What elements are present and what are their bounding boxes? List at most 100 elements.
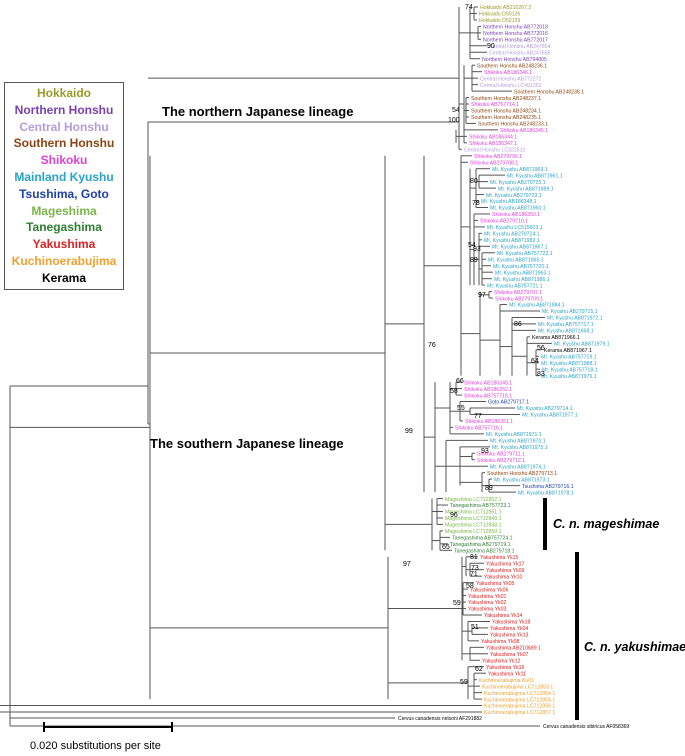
taxon-label: Shikoku AB279711.1 (477, 451, 525, 457)
taxon-label: Yakushima Yk17 (486, 561, 525, 567)
taxon-label: Mt. Kyushu AB871975.1 (492, 445, 548, 451)
taxon-label: Mt. Kyushu AB871961.1 (507, 173, 563, 179)
yakushimae-clade-label: C. n. yakushimae (584, 640, 685, 654)
taxon-label: Yakushima Yk13 (490, 633, 529, 639)
taxon-label: Shikoku AB279708.1 (470, 160, 518, 166)
taxon-label: Mt. Kyushu AB871976.1 (541, 374, 597, 380)
taxon-label: Yakushima Yk12 (482, 658, 521, 664)
bootstrap-value: 80 (470, 178, 478, 185)
taxon-label: Yakushima Yk10 (484, 574, 523, 580)
legend-item: Mageshima (31, 203, 97, 218)
taxon-label: Hokkaido D50129 (479, 18, 520, 24)
bootstrap-value: 96 (450, 512, 458, 519)
taxon-label: Kuchinoerabujima LC712855.1 (484, 697, 555, 703)
legend-item: Tanegashima (26, 220, 102, 235)
bootstrap-value: 58 (466, 583, 474, 590)
taxon-label: Mt. Kyushu AB757718.1 (542, 367, 598, 373)
taxon-label: Shikoku AB757715.1 (464, 393, 512, 399)
taxon-label: Mt. Kyushu AB757720.1 (493, 264, 549, 270)
taxon-label: Tsushima AB279716.1 (522, 484, 574, 490)
taxon-label: Mageshima LC712850.1 (445, 529, 502, 535)
taxon-label: Shikoku AB279710.1 (480, 219, 528, 225)
taxon-label: Yakushima Yk11 (488, 671, 526, 677)
bootstrap-value: 83 (537, 371, 545, 378)
taxon-label: Yakushima Yk18 (492, 620, 531, 626)
taxon-label: Mt. Kyushu AB871978.1 (518, 490, 574, 496)
taxon-label: Northern Honshu AB772018 (483, 25, 548, 31)
taxon-label: Mt. Kyushu AB871986.1 (494, 277, 550, 283)
taxon-label: Mt. Kyushu AB871982.1 (484, 238, 540, 244)
bootstrap-value: 97 (403, 561, 411, 568)
bootstrap-value: 66 (456, 378, 464, 385)
taxon-label: Shikoku AB279707.1 (494, 290, 542, 296)
taxon-label: Mageshima LC712848.1 (445, 523, 502, 529)
taxon-label: Yakushima Yk01 (468, 594, 507, 600)
taxon-label: Mt. Kyushu AB757722.1 (497, 251, 553, 257)
taxon-label: Mt. Kyushu AB757717.1 (538, 322, 594, 328)
taxon-label: Tanegashima AB279718.1 (454, 549, 515, 555)
bootstrap-value: 97 (478, 292, 486, 299)
bootstrap-value: 56 (537, 345, 545, 352)
taxon-label: Mt. Kyushu LC515603.1 (487, 225, 543, 231)
bootstrap-value: 51 (471, 624, 479, 631)
taxon-label: Mt. Kyushu AB871970.1 (490, 439, 546, 445)
taxon-label: Hokkaido AB210267.2 (480, 5, 531, 11)
taxon-label: Mt. Kyushu AB871967.1 (492, 245, 548, 251)
taxon-label: Northern Honshu AB794805 (482, 57, 547, 63)
taxon-label: Shikoku AB757714.1 (471, 102, 519, 108)
bootstrap-value: 99 (405, 428, 413, 435)
taxon-label: Shikoku AB279709.1 (495, 296, 543, 302)
taxon-label: Kuchinoerabujima LC712856.1 (484, 704, 555, 710)
bootstrap-value: 76 (428, 342, 436, 349)
taxon-label: Shikoku AB186345.1 (500, 128, 548, 134)
taxon-label: Mt. Kyushu AB871963.1 (495, 270, 551, 276)
bootstrap-value: 81 (470, 554, 478, 561)
taxon-label: Kerama AB871966.1 (532, 335, 580, 341)
legend-item: Central Honshu (19, 119, 109, 134)
taxon-label: Southern Honshu AB248234.1 (471, 109, 541, 115)
taxon-label: Tanegashima AB757723.1 (450, 503, 511, 509)
bootstrap-value: 54 (452, 107, 460, 114)
mageshimae-clade-bar (543, 498, 547, 550)
taxon-label: Shikoku AB186352.1 (464, 387, 512, 393)
legend-item: Hokkaido (36, 86, 91, 100)
taxon-label: Southern Honshu AB248237.1 (471, 96, 541, 102)
taxon-label: Mt. Kyushu AB279714.1 (517, 406, 573, 412)
taxon-label: Shikoku AB279712.1 (477, 458, 525, 464)
taxon-label: Northern Honshu AB772017 (483, 38, 548, 44)
taxon-label: Mt. Kyushu AB871977.1 (522, 413, 578, 419)
taxon-label: Mt. Kyushu AB871984.1 (509, 303, 565, 309)
taxon-label: Yakushima Yk14 (484, 613, 523, 619)
taxon-label: Mt. Kyushu AB871989.1 (498, 186, 554, 192)
mageshimae-clade-label: C. n. mageshimae (553, 517, 660, 531)
taxon-label: Shikoku AB186344.1 (469, 135, 517, 141)
taxon-label: Mageshima LC712852.1 (445, 497, 502, 503)
outgroup-label: Cervus canadensis sibiricus AF058369 (543, 724, 629, 730)
taxon-label: Shikoku AB186351.1 (465, 419, 513, 425)
taxon-label: Yakushima Yk15 (480, 555, 519, 561)
taxon-label: Shikoku AB186347.1 (469, 141, 517, 147)
bootstrap-value: 90 (487, 43, 495, 50)
bootstrap-value: 54 (468, 242, 476, 249)
legend-item: Shikoku (40, 153, 88, 168)
bootstrap-value: 89 (485, 485, 493, 492)
taxon-label: Kuchinoerabujima LC712857.1 (484, 710, 555, 716)
taxon-label: Mt. Kyushu AB871965.1 (488, 257, 544, 263)
taxon-label: Yakushima Yk04 (490, 626, 529, 632)
taxon-label: Central Honshu LC491352 (480, 83, 542, 89)
taxon-label: Mt. Kyushu AB279725.1 (490, 180, 546, 186)
taxon-label: Shikoku AB186350.1 (492, 212, 540, 218)
taxon-label: Mt. Kyushu AB871973.1 (494, 477, 550, 483)
bootstrap-value: 73 (471, 565, 479, 572)
taxon-label: Kuchinoerabujima LC712854.1 (484, 691, 555, 697)
legend-item: Yakushima (32, 237, 96, 252)
legend-item: Mainland Kyushu (14, 170, 114, 184)
bootstrap-value: 62 (475, 666, 483, 673)
taxon-label: Southern Honshu AB248236.1 (477, 63, 547, 69)
taxon-label: Central Honshu AB247658 (489, 50, 551, 56)
bootstrap-value: 55 (457, 405, 465, 412)
taxon-label: Mt. Kyushu AB757719.1 (541, 354, 597, 360)
bootstrap-value: 59 (460, 679, 468, 686)
taxon-label: Southern Honshu AB248238.1 (514, 89, 584, 95)
scale-bar-label: 0.020 substitutions per site (30, 740, 161, 752)
